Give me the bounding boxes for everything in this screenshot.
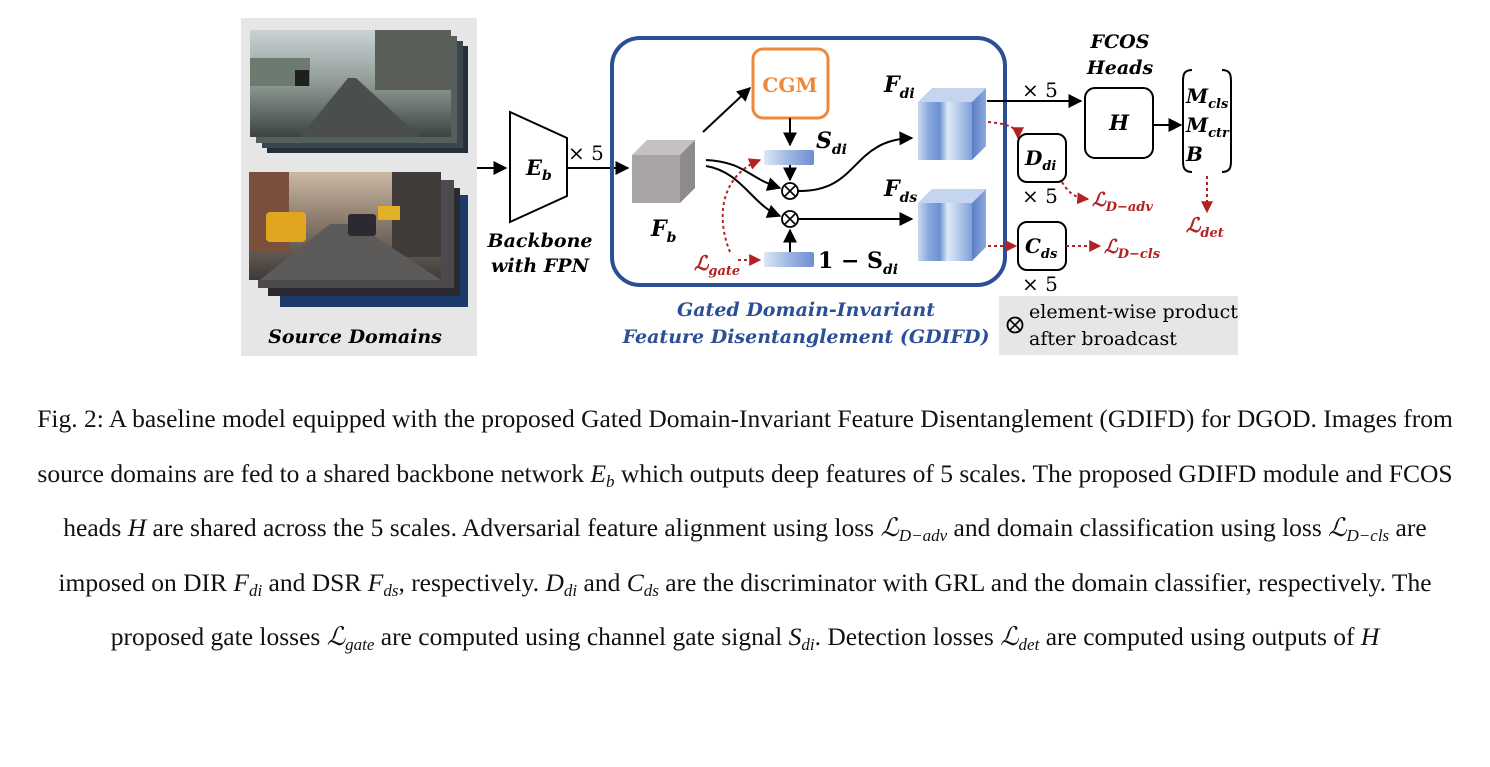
architecture-diagram: Source Domains Eb Backbone with FPN × 5 … (0, 0, 1490, 380)
times5-discriminator: × 5 (1022, 184, 1058, 208)
times5-head: × 5 (1022, 78, 1058, 102)
feature-fds-block: Fds (883, 176, 986, 261)
backbone-label-line2: with FPN (491, 255, 590, 277)
legend-box: element-wise product after broadcast (999, 296, 1238, 355)
ldet-label: ℒdet (1186, 213, 1224, 241)
sdi-label: Sdi (816, 128, 847, 158)
ddi-label: Ddi (1024, 146, 1056, 174)
lgate-label: ℒgate (694, 251, 740, 279)
source-image-stack-1 (250, 30, 468, 153)
figure-caption: Fig. 2: A baseline model equipped with t… (37, 404, 1453, 654)
ladv-label: ℒD−adv (1092, 189, 1153, 215)
cgm-block: CGM (751, 47, 830, 120)
backbone-label-line1: Backbone (487, 230, 593, 252)
legend-otimes-icon (1006, 316, 1024, 334)
arrow-ddi-to-ladv (1061, 181, 1090, 205)
lgate-arrow-to-sdi (721, 158, 762, 253)
one-minus-sdi-label: 1 − Sdi (818, 248, 898, 278)
fds-label: Fds (883, 176, 917, 206)
times5-classifier: × 5 (1022, 272, 1058, 296)
source-domains-panel: Source Domains (241, 18, 477, 356)
output-b: B (1185, 142, 1203, 166)
legend-line1: element-wise product (1029, 301, 1238, 323)
multiply-node-bottom (781, 210, 799, 228)
times5-encoder: × 5 (568, 141, 604, 165)
arrow-fb-to-mult-bottom (705, 165, 782, 218)
feature-fdi-block: Fdi (883, 72, 986, 160)
head-symbol: H (1108, 110, 1130, 135)
arrow-mult-to-fdi (797, 131, 914, 193)
discriminator-block (1017, 133, 1067, 183)
cgm-label: CGM (762, 73, 817, 97)
arrow-fb-to-mult-top (705, 159, 782, 191)
feature-fb-cube: Fb (632, 140, 695, 246)
lcls-label: ℒD−cls (1104, 236, 1161, 262)
head-block (1084, 87, 1154, 159)
fcos-title-line2: Heads (1086, 57, 1154, 79)
encoder-symbol: Eb (525, 155, 552, 184)
cds-label: Cds (1025, 234, 1058, 262)
gdifd-module-box (610, 36, 1007, 287)
output-mctr: Mctr (1185, 113, 1230, 141)
gdifd-label-line2: Feature Disentanglement (GDIFD) (622, 326, 990, 348)
gate-signal-bar (764, 150, 814, 165)
fdi-label: Fdi (883, 72, 915, 102)
fb-label: Fb (650, 216, 677, 246)
fcos-title-line1: FCOS (1090, 31, 1150, 53)
source-domains-label: Source Domains (268, 326, 442, 348)
diagram-canvas: Source Domains Eb Backbone with FPN × 5 … (241, 18, 1238, 356)
encoder-block: Eb Backbone with FPN (487, 110, 593, 277)
inverse-gate-bar (764, 252, 814, 267)
output-mcls: Mcls (1185, 84, 1229, 112)
legend-line2: after broadcast (1029, 328, 1177, 350)
source-image-stack-2 (249, 172, 468, 307)
outputs-bracket: Mcls Mctr B (1182, 69, 1232, 173)
arrow-fb-to-cgm (702, 87, 752, 133)
multiply-node-top (781, 182, 799, 200)
gdifd-label-line1: Gated Domain-Invariant (677, 299, 935, 321)
